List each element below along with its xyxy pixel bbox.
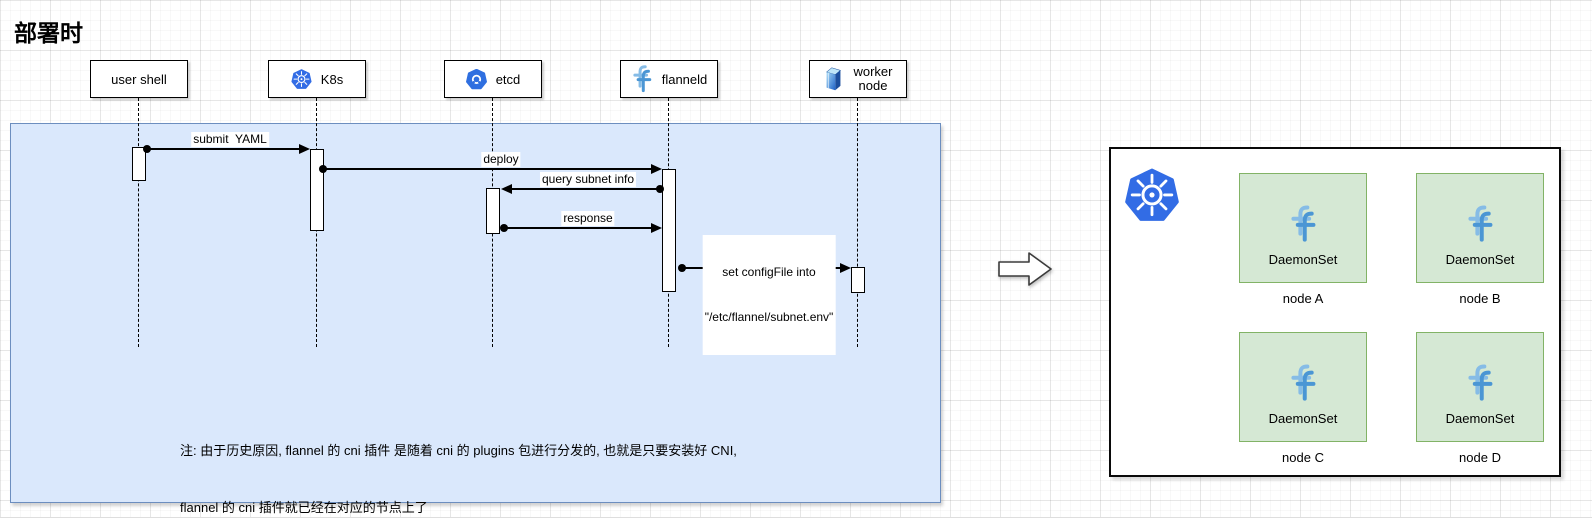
cluster-panel: DaemonSet DaemonSet DaemonSet DaemonSet … (1109, 147, 1561, 477)
activation-k8s (310, 149, 324, 231)
message-label-set-configfile: set configFile into "/etc/flannel/subnet… (702, 235, 836, 355)
node-label-a: node A (1282, 291, 1324, 306)
node-label-c: node C (1282, 450, 1324, 465)
actor-k8s: K8s (268, 60, 366, 98)
message-line-submit-yaml (148, 148, 301, 150)
actor-etcd-label: etcd (495, 71, 521, 87)
activation-flanneld (662, 169, 676, 292)
note-line-2: flannel 的 cni 插件就已经在对应的节点上了 (180, 500, 428, 515)
lifeline-worker-node (857, 98, 858, 347)
actor-etcd: etcd (444, 60, 542, 98)
actor-flanneld-label: flanneld (661, 71, 708, 87)
message-line-response (507, 227, 652, 229)
activation-worker-node (851, 267, 865, 293)
message-label-query-subnet-info: query subnet info (539, 172, 637, 187)
actor-user-shell-label: user shell (111, 71, 167, 87)
note-line-1: 注: 由于历史原因, flannel 的 cni 插件 是随着 cni 的 pl… (180, 443, 737, 458)
daemonset-box-node-c: DaemonSet (1239, 332, 1367, 442)
daemonset-label: DaemonSet (1445, 251, 1515, 267)
flannel-icon (1468, 204, 1493, 242)
actor-user-shell: user shell (90, 60, 188, 98)
message-source-dot (319, 165, 327, 173)
daemonset-box-node-b: DaemonSet (1416, 173, 1544, 283)
daemonset-box-node-a: DaemonSet (1239, 173, 1367, 283)
lifeline-user-shell (138, 98, 139, 347)
message-source-dot (143, 145, 151, 153)
activation-user-shell (132, 147, 146, 181)
arrowhead-icon (651, 163, 662, 174)
etcd-icon (465, 68, 487, 89)
daemonset-label: DaemonSet (1268, 410, 1338, 426)
node-label-d: node D (1459, 450, 1501, 465)
arrowhead-icon (299, 143, 310, 154)
flannel-icon (1291, 204, 1316, 242)
arrowhead-icon (651, 222, 662, 233)
message-label-response: response (561, 211, 615, 226)
diagram-title: 部署时 (14, 20, 83, 46)
message-source-dot (656, 185, 664, 193)
message-line-query-subnet-info (511, 188, 657, 190)
kubernetes-icon (291, 68, 312, 89)
arrowhead-icon (501, 183, 512, 194)
message-label-submit-yaml: submit YAML (191, 132, 269, 147)
message-line-deploy (326, 168, 652, 170)
history-note: 注: 由于历史原因, flannel 的 cni 插件 是随着 cni 的 pl… (180, 403, 737, 524)
message-source-dot (678, 264, 686, 272)
flannel-icon (633, 65, 651, 93)
daemonset-label: DaemonSet (1268, 251, 1338, 267)
arrowhead-icon (840, 262, 851, 273)
daemonset-label: DaemonSet (1445, 410, 1515, 426)
kubernetes-icon (1125, 168, 1179, 221)
right-block-arrow-icon (998, 252, 1052, 286)
flannel-icon (1468, 363, 1493, 401)
actor-k8s-label: K8s (320, 71, 344, 87)
flannel-icon (1291, 363, 1316, 401)
daemonset-box-node-d: DaemonSet (1416, 332, 1544, 442)
activation-etcd (486, 188, 500, 234)
message-label-deploy: deploy (481, 152, 521, 167)
worker-node-icon (826, 67, 842, 91)
message-source-dot (500, 224, 508, 232)
actor-flanneld: flanneld (620, 60, 718, 98)
node-label-b: node B (1459, 291, 1501, 306)
